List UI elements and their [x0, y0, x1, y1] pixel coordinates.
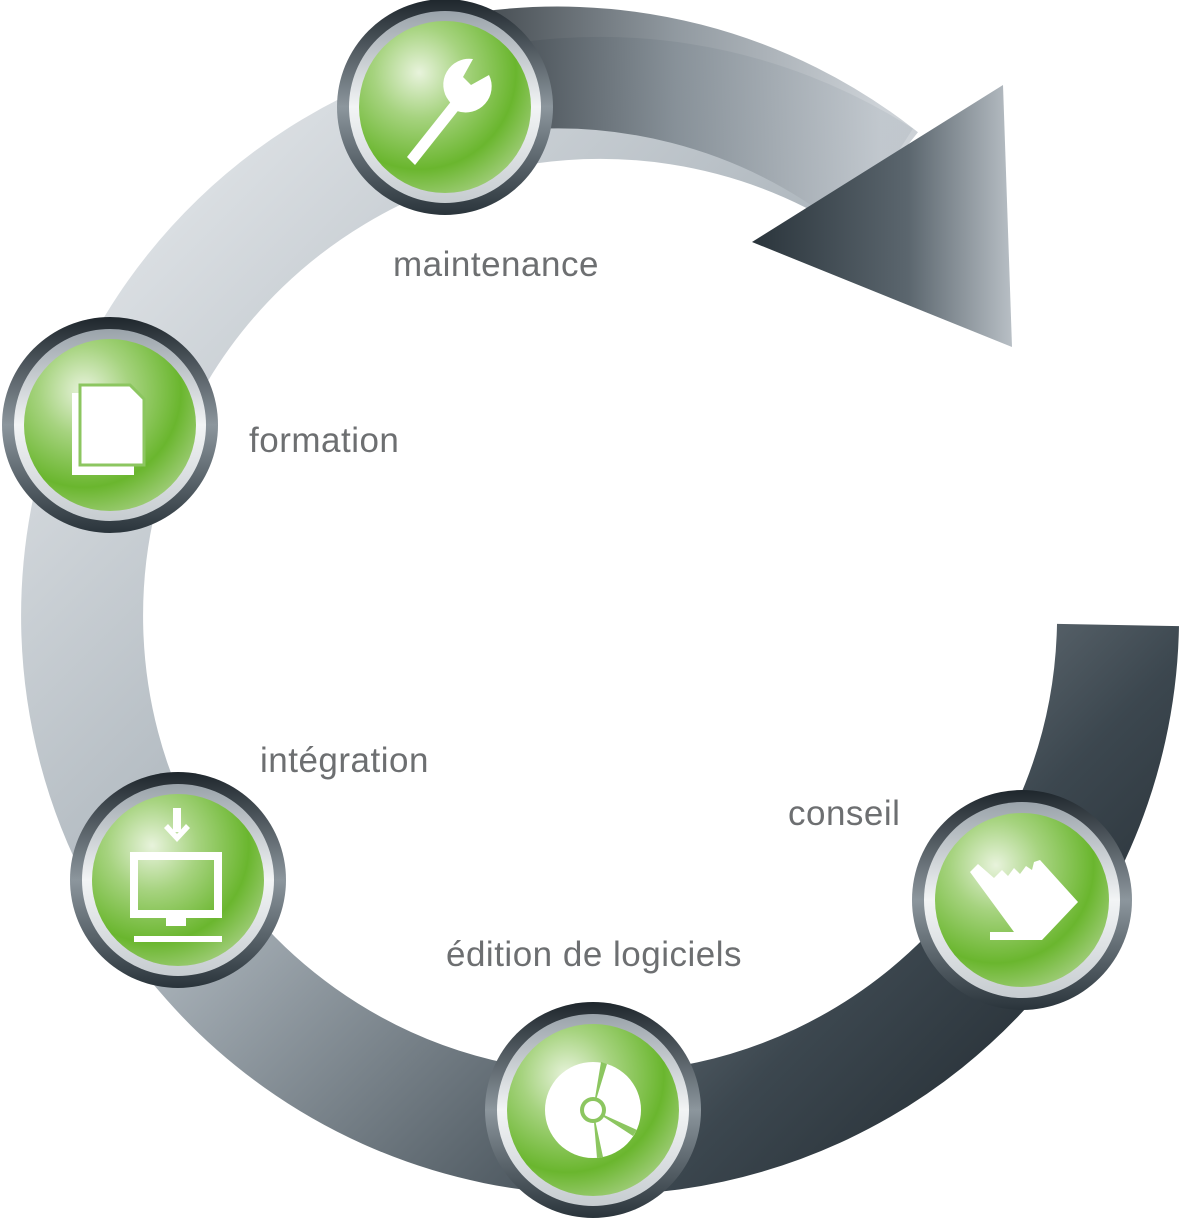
step-integration: [70, 772, 286, 988]
label-edition: édition de logiciels: [446, 935, 742, 974]
step-conseil: [912, 790, 1132, 1010]
pointing-hand-icon: [970, 860, 1078, 940]
cd-disc-icon: [545, 1062, 641, 1158]
label-formation: formation: [249, 421, 399, 460]
step-edition: [485, 1002, 701, 1218]
cycle-arrowhead: [752, 85, 1012, 347]
label-maintenance: maintenance: [393, 245, 599, 284]
step-maintenance: [337, 0, 553, 215]
monitor-download-icon: [130, 808, 222, 942]
wrench-icon: [407, 58, 492, 165]
label-integration: intégration: [260, 741, 429, 780]
step-formation: [2, 317, 218, 533]
label-conseil: conseil: [788, 794, 900, 833]
documents-icon: [72, 383, 146, 475]
